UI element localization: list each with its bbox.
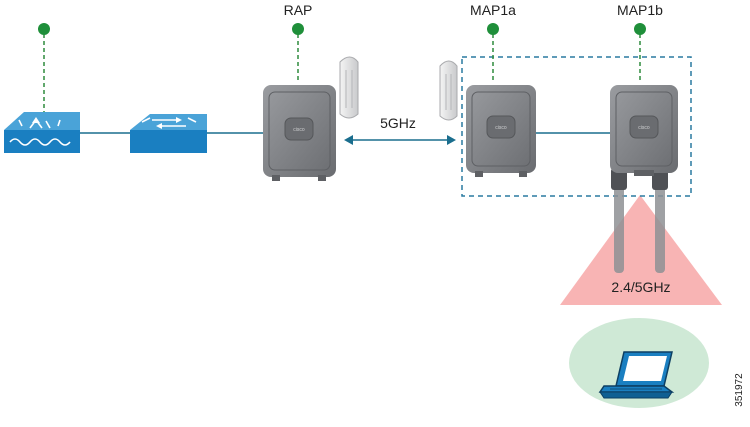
node-dot-rap xyxy=(292,23,304,35)
svg-text:cisco: cisco xyxy=(638,125,650,131)
access-point-icon: cisco xyxy=(466,85,536,177)
access-point-icon: cisco xyxy=(263,85,336,181)
backhaul-band-label: 5GHz xyxy=(380,115,416,131)
laptop-icon xyxy=(598,351,675,399)
router-icon xyxy=(4,112,80,153)
node-dot-router xyxy=(38,23,50,35)
node-dot-map1a xyxy=(487,23,499,35)
access-point-icon: cisco xyxy=(610,85,678,176)
figure-id: 351972 xyxy=(734,373,745,407)
map1b-label: MAP1b xyxy=(617,2,663,18)
antenna-icon xyxy=(339,56,359,119)
rap-label: RAP xyxy=(284,2,313,18)
node-dot-map1b xyxy=(634,23,646,35)
svg-text:cisco: cisco xyxy=(293,127,305,133)
svg-text:cisco: cisco xyxy=(495,125,507,131)
antenna-icon xyxy=(611,168,668,273)
switch-icon xyxy=(130,114,207,153)
mesh-group-box xyxy=(461,56,692,197)
map1a-label: MAP1a xyxy=(470,2,516,18)
backhaul-arrow xyxy=(344,135,456,145)
node-connectors xyxy=(43,34,641,112)
coverage-area xyxy=(560,195,722,305)
client-band-label: 2.4/5GHz xyxy=(611,279,670,295)
antenna-icon xyxy=(439,60,458,121)
